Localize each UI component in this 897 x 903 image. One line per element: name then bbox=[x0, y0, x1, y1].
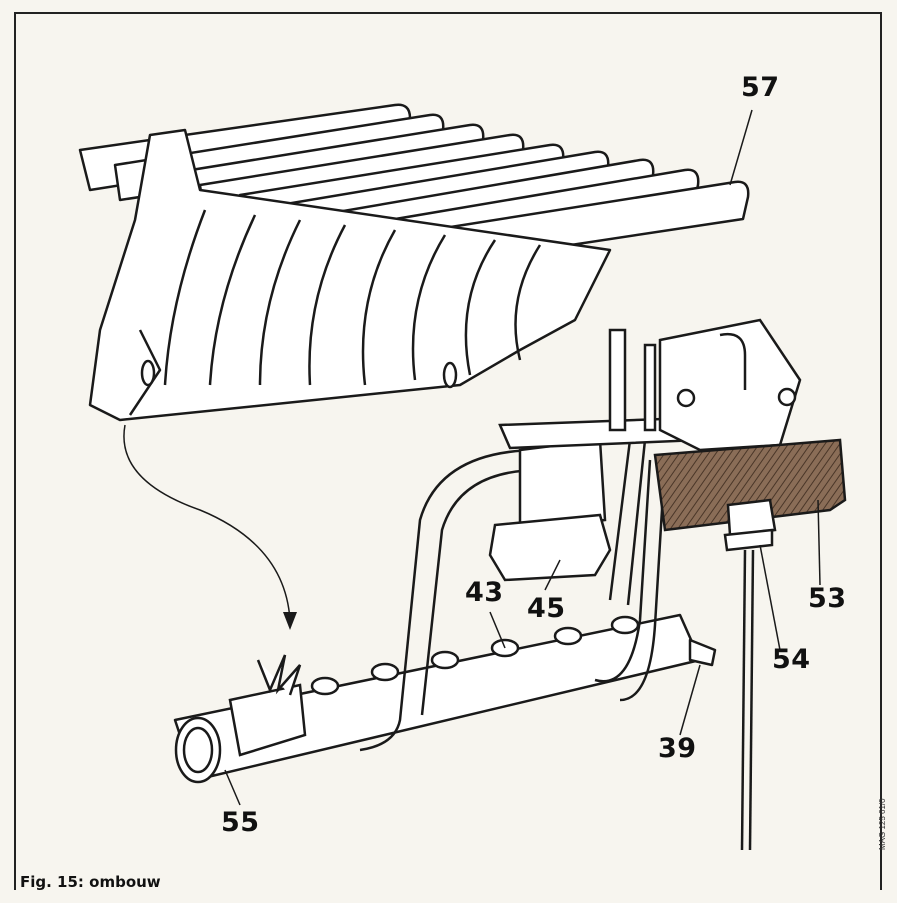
callout-53: 53 bbox=[808, 583, 847, 614]
rack-ribs bbox=[163, 209, 542, 386]
manifold bbox=[173, 613, 717, 784]
rack-side-plate bbox=[88, 128, 612, 422]
fitting-nut bbox=[723, 498, 777, 851]
figure-caption: Fig. 15: ombouw bbox=[20, 873, 161, 891]
figure-code: MAG 125 61/0 bbox=[878, 798, 887, 850]
assembly-arrow bbox=[123, 424, 291, 621]
insulation-block bbox=[653, 438, 847, 532]
callout-57: 57 bbox=[741, 72, 780, 103]
callout-54: 54 bbox=[772, 644, 811, 675]
leader-lines bbox=[224, 109, 821, 806]
burner-rack bbox=[78, 103, 750, 422]
gas-valve bbox=[488, 416, 702, 582]
callout-39: 39 bbox=[658, 733, 697, 764]
wing-nut-clamp bbox=[228, 654, 307, 757]
figure-frame bbox=[14, 12, 882, 890]
pilot-bracket bbox=[608, 318, 802, 452]
callout-45: 45 bbox=[527, 593, 566, 624]
callout-55: 55 bbox=[221, 807, 260, 838]
pilot-tubes bbox=[359, 439, 667, 752]
arrow-head bbox=[283, 612, 297, 630]
callout-43: 43 bbox=[465, 577, 504, 608]
